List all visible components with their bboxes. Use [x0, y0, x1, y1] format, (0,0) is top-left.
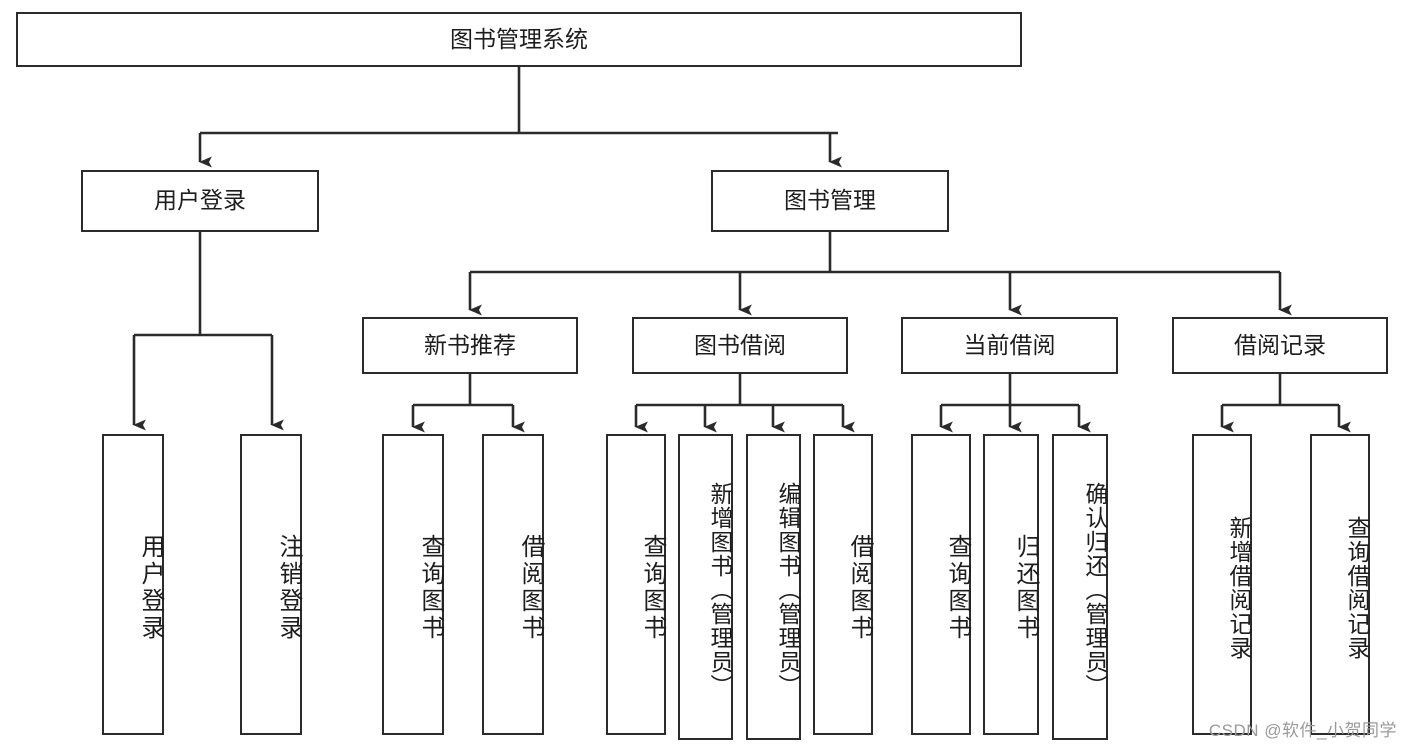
node-label: 编辑图书（管理员）	[775, 482, 801, 698]
leaf-borrow-edit-book-admin[interactable]: 编辑图书（管理员）	[746, 434, 801, 740]
leaf-recommend-borrow-book[interactable]: 借阅图书	[482, 434, 544, 735]
leaf-current-search-book[interactable]: 查询图书	[911, 434, 971, 735]
leaf-records-add-record[interactable]: 新增借阅记录	[1192, 434, 1252, 735]
node-book-borrow[interactable]: 图书借阅	[632, 317, 848, 374]
leaf-user-login-login[interactable]: 用户登录	[102, 434, 164, 735]
node-label: 注销登录	[275, 533, 302, 642]
leaf-records-search-record[interactable]: 查询借阅记录	[1310, 434, 1370, 735]
node-label: 图书管理	[784, 187, 876, 214]
node-book-management[interactable]: 图书管理	[711, 170, 949, 232]
node-label: 归还图书	[1012, 533, 1039, 642]
node-label: 图书借阅	[694, 331, 786, 358]
node-label: 确认归还（管理员）	[1082, 482, 1108, 698]
leaf-user-login-logout[interactable]: 注销登录	[240, 434, 302, 735]
node-new-book-recommend[interactable]: 新书推荐	[362, 317, 578, 374]
node-label: 新书推荐	[424, 331, 516, 358]
node-label: 用户登录	[137, 533, 164, 642]
leaf-borrow-borrow-book[interactable]: 借阅图书	[813, 434, 873, 735]
node-label: 当前借阅	[963, 331, 1056, 358]
node-label: 借阅图书	[846, 533, 873, 642]
node-borrow-records[interactable]: 借阅记录	[1172, 317, 1388, 374]
leaf-current-return-book[interactable]: 归还图书	[983, 434, 1039, 735]
watermark-text: CSDN @软件_小贺同学	[1208, 721, 1397, 740]
node-current-borrow[interactable]: 当前借阅	[901, 317, 1118, 374]
node-label: 借阅图书	[517, 533, 544, 642]
leaf-recommend-search-book[interactable]: 查询图书	[382, 434, 444, 735]
node-label: 查询图书	[417, 533, 444, 642]
node-label: 查询借阅记录	[1344, 515, 1370, 660]
node-label: 新增图书（管理员）	[707, 482, 733, 698]
node-label: 新增借阅记录	[1226, 515, 1252, 660]
node-label: 查询图书	[944, 533, 971, 642]
leaf-current-confirm-return-admin[interactable]: 确认归还（管理员）	[1052, 434, 1108, 740]
node-label: 用户登录	[154, 187, 246, 214]
node-label: 借阅记录	[1234, 331, 1326, 358]
node-label: 图书管理系统	[450, 25, 588, 52]
node-label: 查询图书	[639, 533, 666, 642]
leaf-borrow-search-book[interactable]: 查询图书	[606, 434, 666, 735]
node-user-login[interactable]: 用户登录	[81, 170, 319, 232]
node-root-system[interactable]: 图书管理系统	[16, 12, 1022, 67]
leaf-borrow-add-book-admin[interactable]: 新增图书（管理员）	[678, 434, 733, 740]
